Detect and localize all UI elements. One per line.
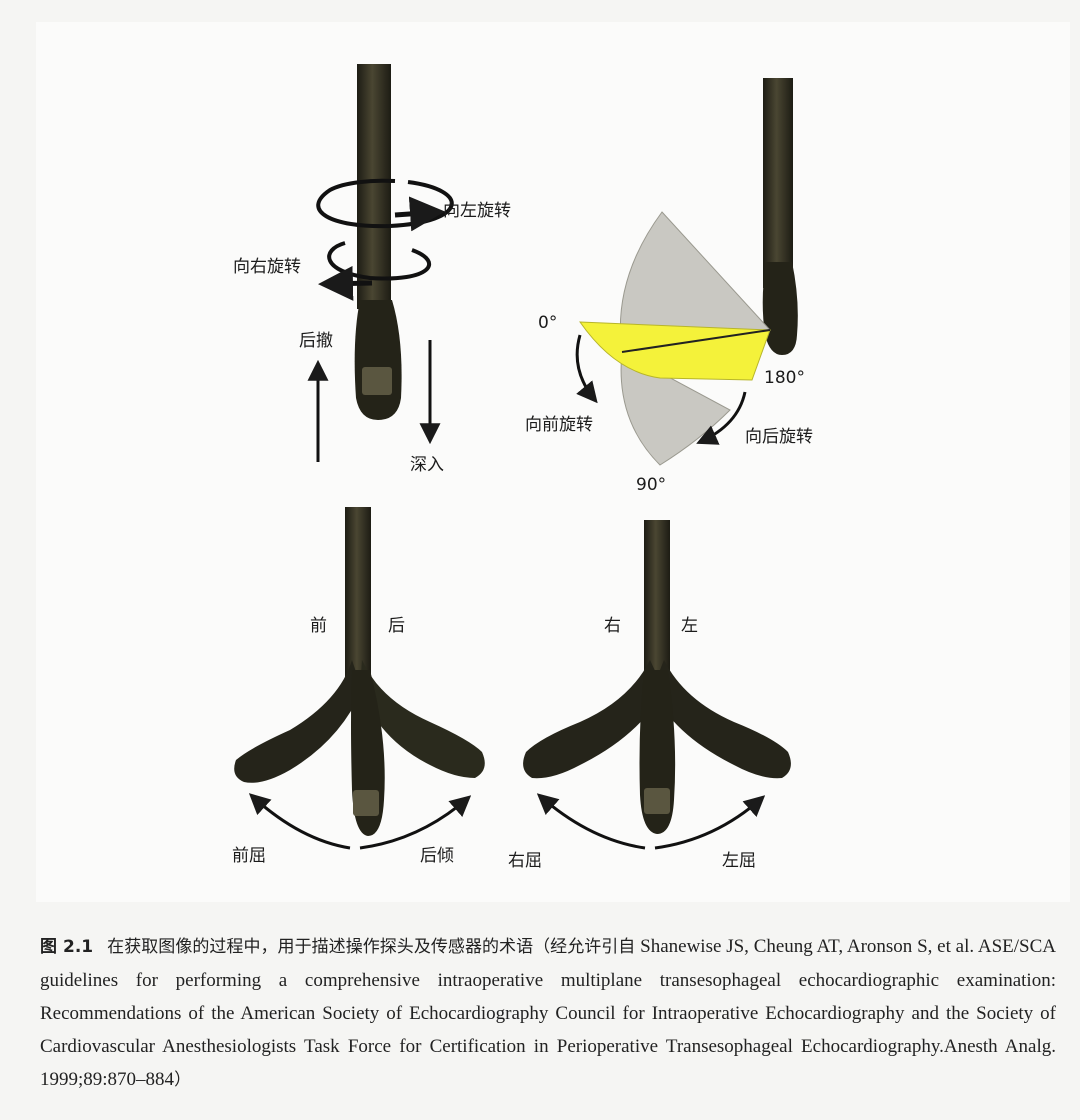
probe-flex-back [360,660,485,778]
figure-caption: 图 2.1 在获取图像的过程中，用于描述操作探头及传感器的术语（经允许引自 Sha… [40,930,1056,1097]
label-angle-90: 90° [636,475,666,495]
rotate-left-arrow [394,196,445,232]
label-rotate-right: 向右旋转 [233,257,301,277]
label-right: 右 [604,616,621,636]
panel-bottom-left: 前 后 前屈 后倾 [232,507,485,866]
probe-tip [354,300,402,420]
panel-top-right: 0° 180° 90° 向前旋转 向后旋转 [525,78,813,495]
transducer-window [362,367,392,395]
label-rotate-forward: 向前旋转 [525,415,593,435]
label-rotate-backward: 向后旋转 [745,427,813,447]
probe-shaft-bottom-left [345,507,371,677]
label-back: 后 [388,616,405,636]
label-angle-180: 180° [764,368,805,388]
label-right-flex: 右屈 [508,851,542,871]
probe-tip-right [762,262,798,355]
probe-shaft [357,64,391,309]
label-left-flex: 左屈 [722,851,756,871]
retroflex-arrow [359,795,472,850]
rotate-forward-arrow [575,334,598,404]
label-front: 前 [310,616,327,636]
label-rotate-left: 向左旋转 [443,201,511,221]
label-angle-0: 0° [538,313,557,333]
left-flex-arrow [654,795,766,850]
rotate-right-arrow [318,265,373,301]
probe-shaft-bottom-right [644,520,670,680]
label-anteflex: 前屈 [232,846,266,866]
panel-top-left: 向左旋转 向右旋转 后撤 深入 [233,64,511,475]
rotate-left-arc [316,178,454,229]
label-retroflex: 后倾 [420,846,454,866]
rotate-backward-arrow [696,391,747,445]
probe-flex-left [652,660,791,779]
label-withdraw: 后撤 [299,331,333,351]
anteflex-arrow [248,793,351,850]
caption-text-en: Shanewise JS, Cheung AT, Aronson S, et a… [40,936,1057,1090]
caption-text-cn: 在获取图像的过程中，用于描述操作探头及传感器的术语（经允许引自 [107,937,636,957]
label-left: 左 [681,616,698,636]
right-flex-arrow [536,793,646,850]
probe-shaft-right [763,78,793,288]
plane-axis [621,329,771,353]
probe-flex-right [523,660,664,779]
figure-number: 图 2.1 [40,937,94,957]
label-advance: 深入 [410,455,444,475]
sector-lower [620,351,731,466]
panel-bottom-right: 右 左 右屈 左屈 [508,520,791,871]
transducer-window-bottom-left [353,790,379,816]
transducer-window-bottom-right [644,788,670,814]
rotate-right-arc [327,241,432,281]
probe-flex-front [234,660,362,783]
caption-close-paren: ） [174,1070,192,1090]
